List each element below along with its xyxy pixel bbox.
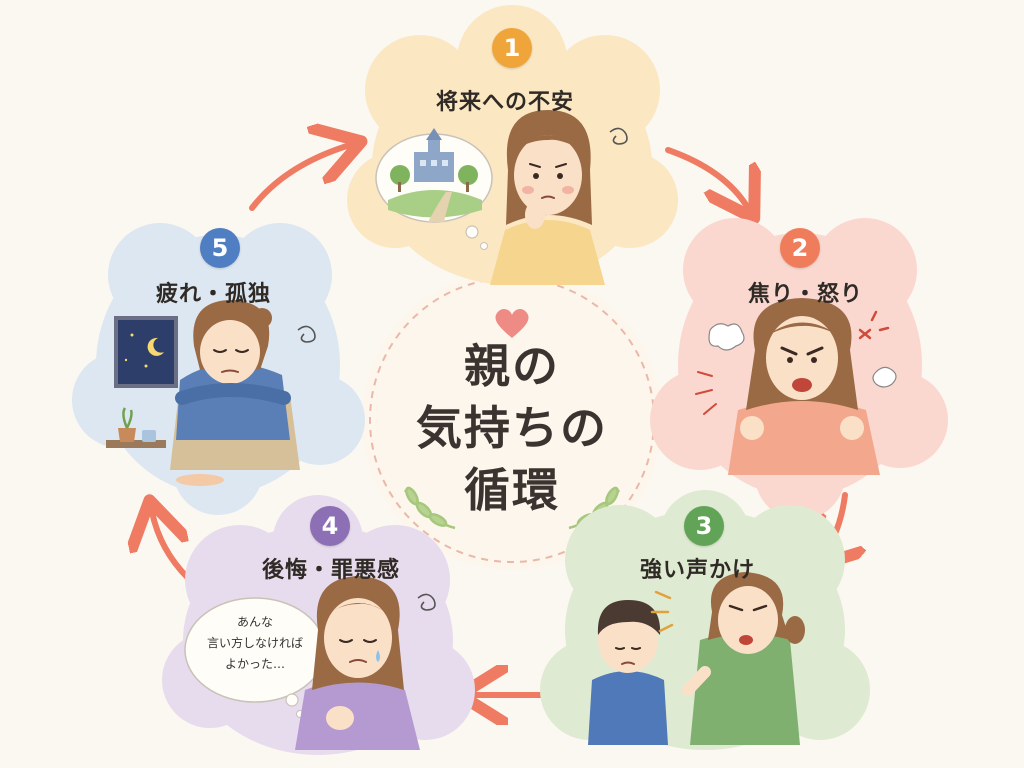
- arrow-1-to-2: [665, 147, 748, 208]
- arrow-4-to-5: [152, 512, 191, 581]
- center-title-line-3: 循環: [464, 463, 560, 517]
- node-4-title: 後悔・罪悪感: [262, 558, 401, 583]
- angry-mother-icon: [695, 298, 897, 475]
- center-title-line-2: 気持ちの: [416, 401, 608, 455]
- node-3-number-badge: 3: [684, 506, 724, 546]
- node-1-number-badge: 1: [492, 28, 532, 68]
- worried-mother-with-school-thought-icon: [375, 110, 628, 285]
- center-title-line-1: 親の: [464, 339, 560, 393]
- leaf-branch-left-icon: [403, 486, 456, 530]
- speech-bubble-line-2: 言い方しなければ: [206, 636, 303, 650]
- speech-bubble-line-3: よかった…: [224, 657, 285, 671]
- center-title: 親の 気持ちの 循環: [412, 335, 612, 521]
- regret-speech-bubble-text: あんな 言い方しなければ よかった…: [190, 612, 320, 675]
- node-5-number-badge: 5: [200, 228, 240, 268]
- heart-icon: [495, 308, 529, 338]
- node-1-title: 将来への不安: [436, 90, 575, 115]
- node-2-title: 焦り・怒り: [748, 282, 864, 307]
- node-5-title: 疲れ・孤独: [156, 282, 272, 307]
- regretful-mother-icon: [184, 576, 436, 750]
- node-2-number-badge: 2: [780, 228, 820, 268]
- tired-mother-hugging-knees-icon: [106, 300, 316, 486]
- arrow-5-to-1: [249, 145, 350, 211]
- mother-scolding-child-icon: [588, 572, 805, 745]
- speech-bubble-line-1: あんな: [236, 615, 273, 629]
- node-4-number-badge: 4: [310, 506, 350, 546]
- node-3-title: 強い声かけ: [640, 558, 756, 583]
